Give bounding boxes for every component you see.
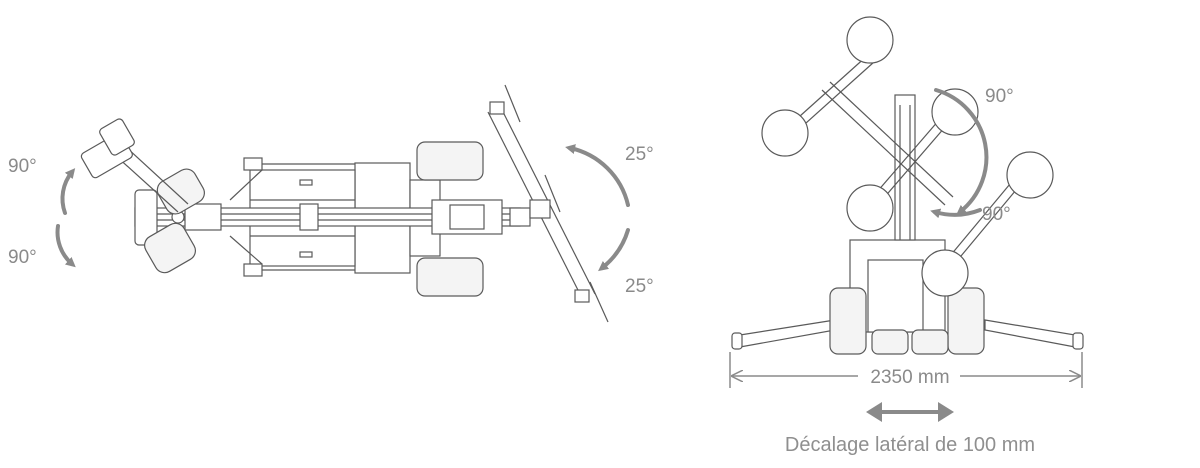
front-wheels (829, 287, 985, 355)
angle-rotate-upper: 90° (985, 86, 1014, 107)
width-dimension (729, 352, 1083, 388)
wheels (416, 141, 484, 297)
angle-boom-down: 25° (625, 276, 654, 297)
rotation-arrows-right (930, 88, 989, 219)
outriggers (731, 319, 1084, 350)
angle-boom-up: 25° (625, 144, 654, 165)
suction-beam (487, 84, 609, 323)
width-dimension-label: 2350 mm (870, 367, 949, 388)
angle-rotate-lower: 90° (982, 204, 1011, 225)
rear-head (80, 118, 205, 274)
front-view: 90° 90° 2350 mm Décalage latéral de 100 … (729, 16, 1084, 456)
rotation-arrows-left (55, 144, 630, 272)
lateral-offset-caption: Décalage latéral de 100 mm (785, 434, 1035, 456)
angle-head-up: 90° (8, 156, 37, 177)
lateral-offset-arrow (866, 402, 954, 422)
angle-head-down: 90° (8, 247, 37, 268)
suction-arms (761, 16, 1054, 297)
boom (134, 199, 531, 235)
top-view: 90° 90° 25° 25° (8, 84, 654, 323)
